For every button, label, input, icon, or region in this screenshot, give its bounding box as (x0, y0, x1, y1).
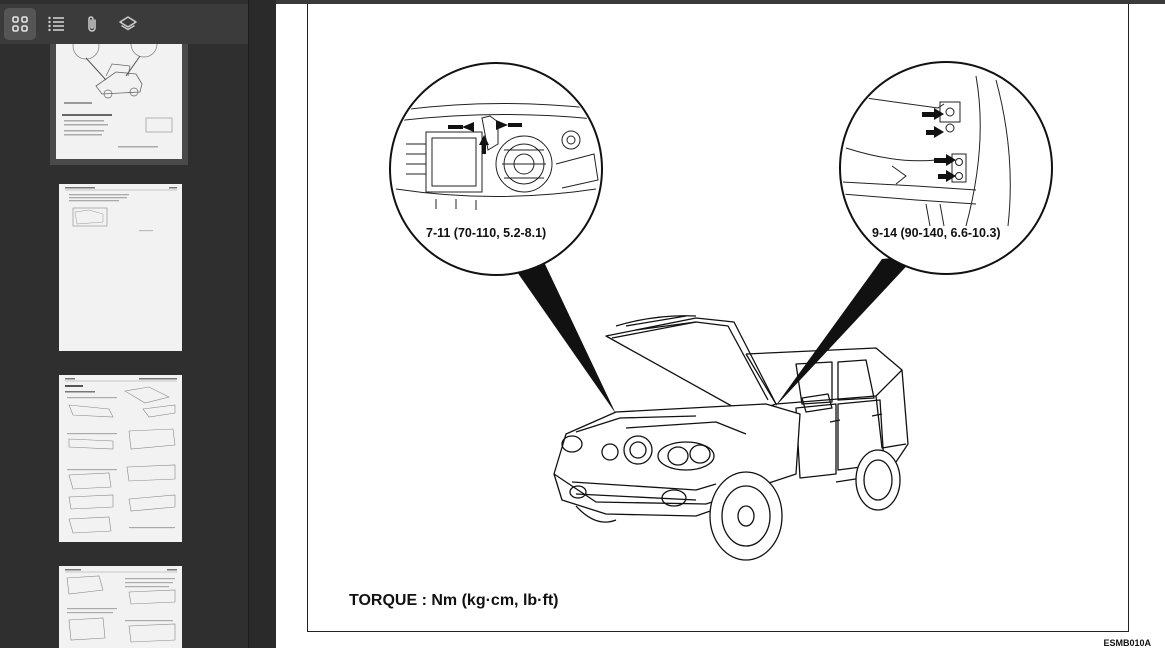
outline-button[interactable] (40, 8, 72, 40)
sidebar (0, 0, 249, 648)
page-thumbnail-2-preview (65, 187, 177, 232)
callout-left-torque: 7-11 (70-110, 5.2-8.1) (426, 226, 547, 240)
callout-right-torque: 9-14 (90-140, 6.6-10.3) (872, 226, 1001, 240)
page-thumbnail-4[interactable] (59, 566, 182, 648)
window-top-edge (0, 0, 1165, 4)
document-page: 7-11 (70-110, 5.2-8.1) 9-14 (90-140, 6.6… (276, 4, 1165, 648)
layers-button[interactable] (112, 8, 144, 40)
figure-code: ESMB010A (1103, 638, 1151, 648)
page-thumbnail-1-preview (62, 34, 173, 148)
page-thumbnail-1[interactable] (50, 28, 188, 165)
sidebar-toolbar (0, 4, 248, 44)
page-thumbnail-4-preview (65, 569, 177, 643)
vehicle-hood-diagram (389, 61, 1053, 561)
page-thumbnail-3-preview (65, 378, 177, 534)
right-callout-circle (839, 61, 1053, 275)
sidebar-splitter[interactable] (249, 0, 276, 648)
page-thumbnail-2[interactable] (59, 184, 182, 351)
layers-icon (119, 16, 137, 31)
paperclip-icon (88, 16, 96, 32)
thumbnails-button[interactable] (4, 8, 36, 40)
page-border (307, 4, 1129, 632)
left-leader-beam (508, 259, 616, 414)
vehicle-illustration (553, 315, 909, 561)
right-leader-beam (774, 256, 916, 408)
page-thumbnail-3[interactable] (59, 375, 182, 542)
torque-units-label: TORQUE : Nm (kg·cm, lb·ft) (349, 592, 559, 609)
list-icon (48, 16, 64, 32)
left-callout-circle (389, 62, 603, 276)
attachments-button[interactable] (76, 8, 108, 40)
grid-icon (12, 16, 28, 32)
